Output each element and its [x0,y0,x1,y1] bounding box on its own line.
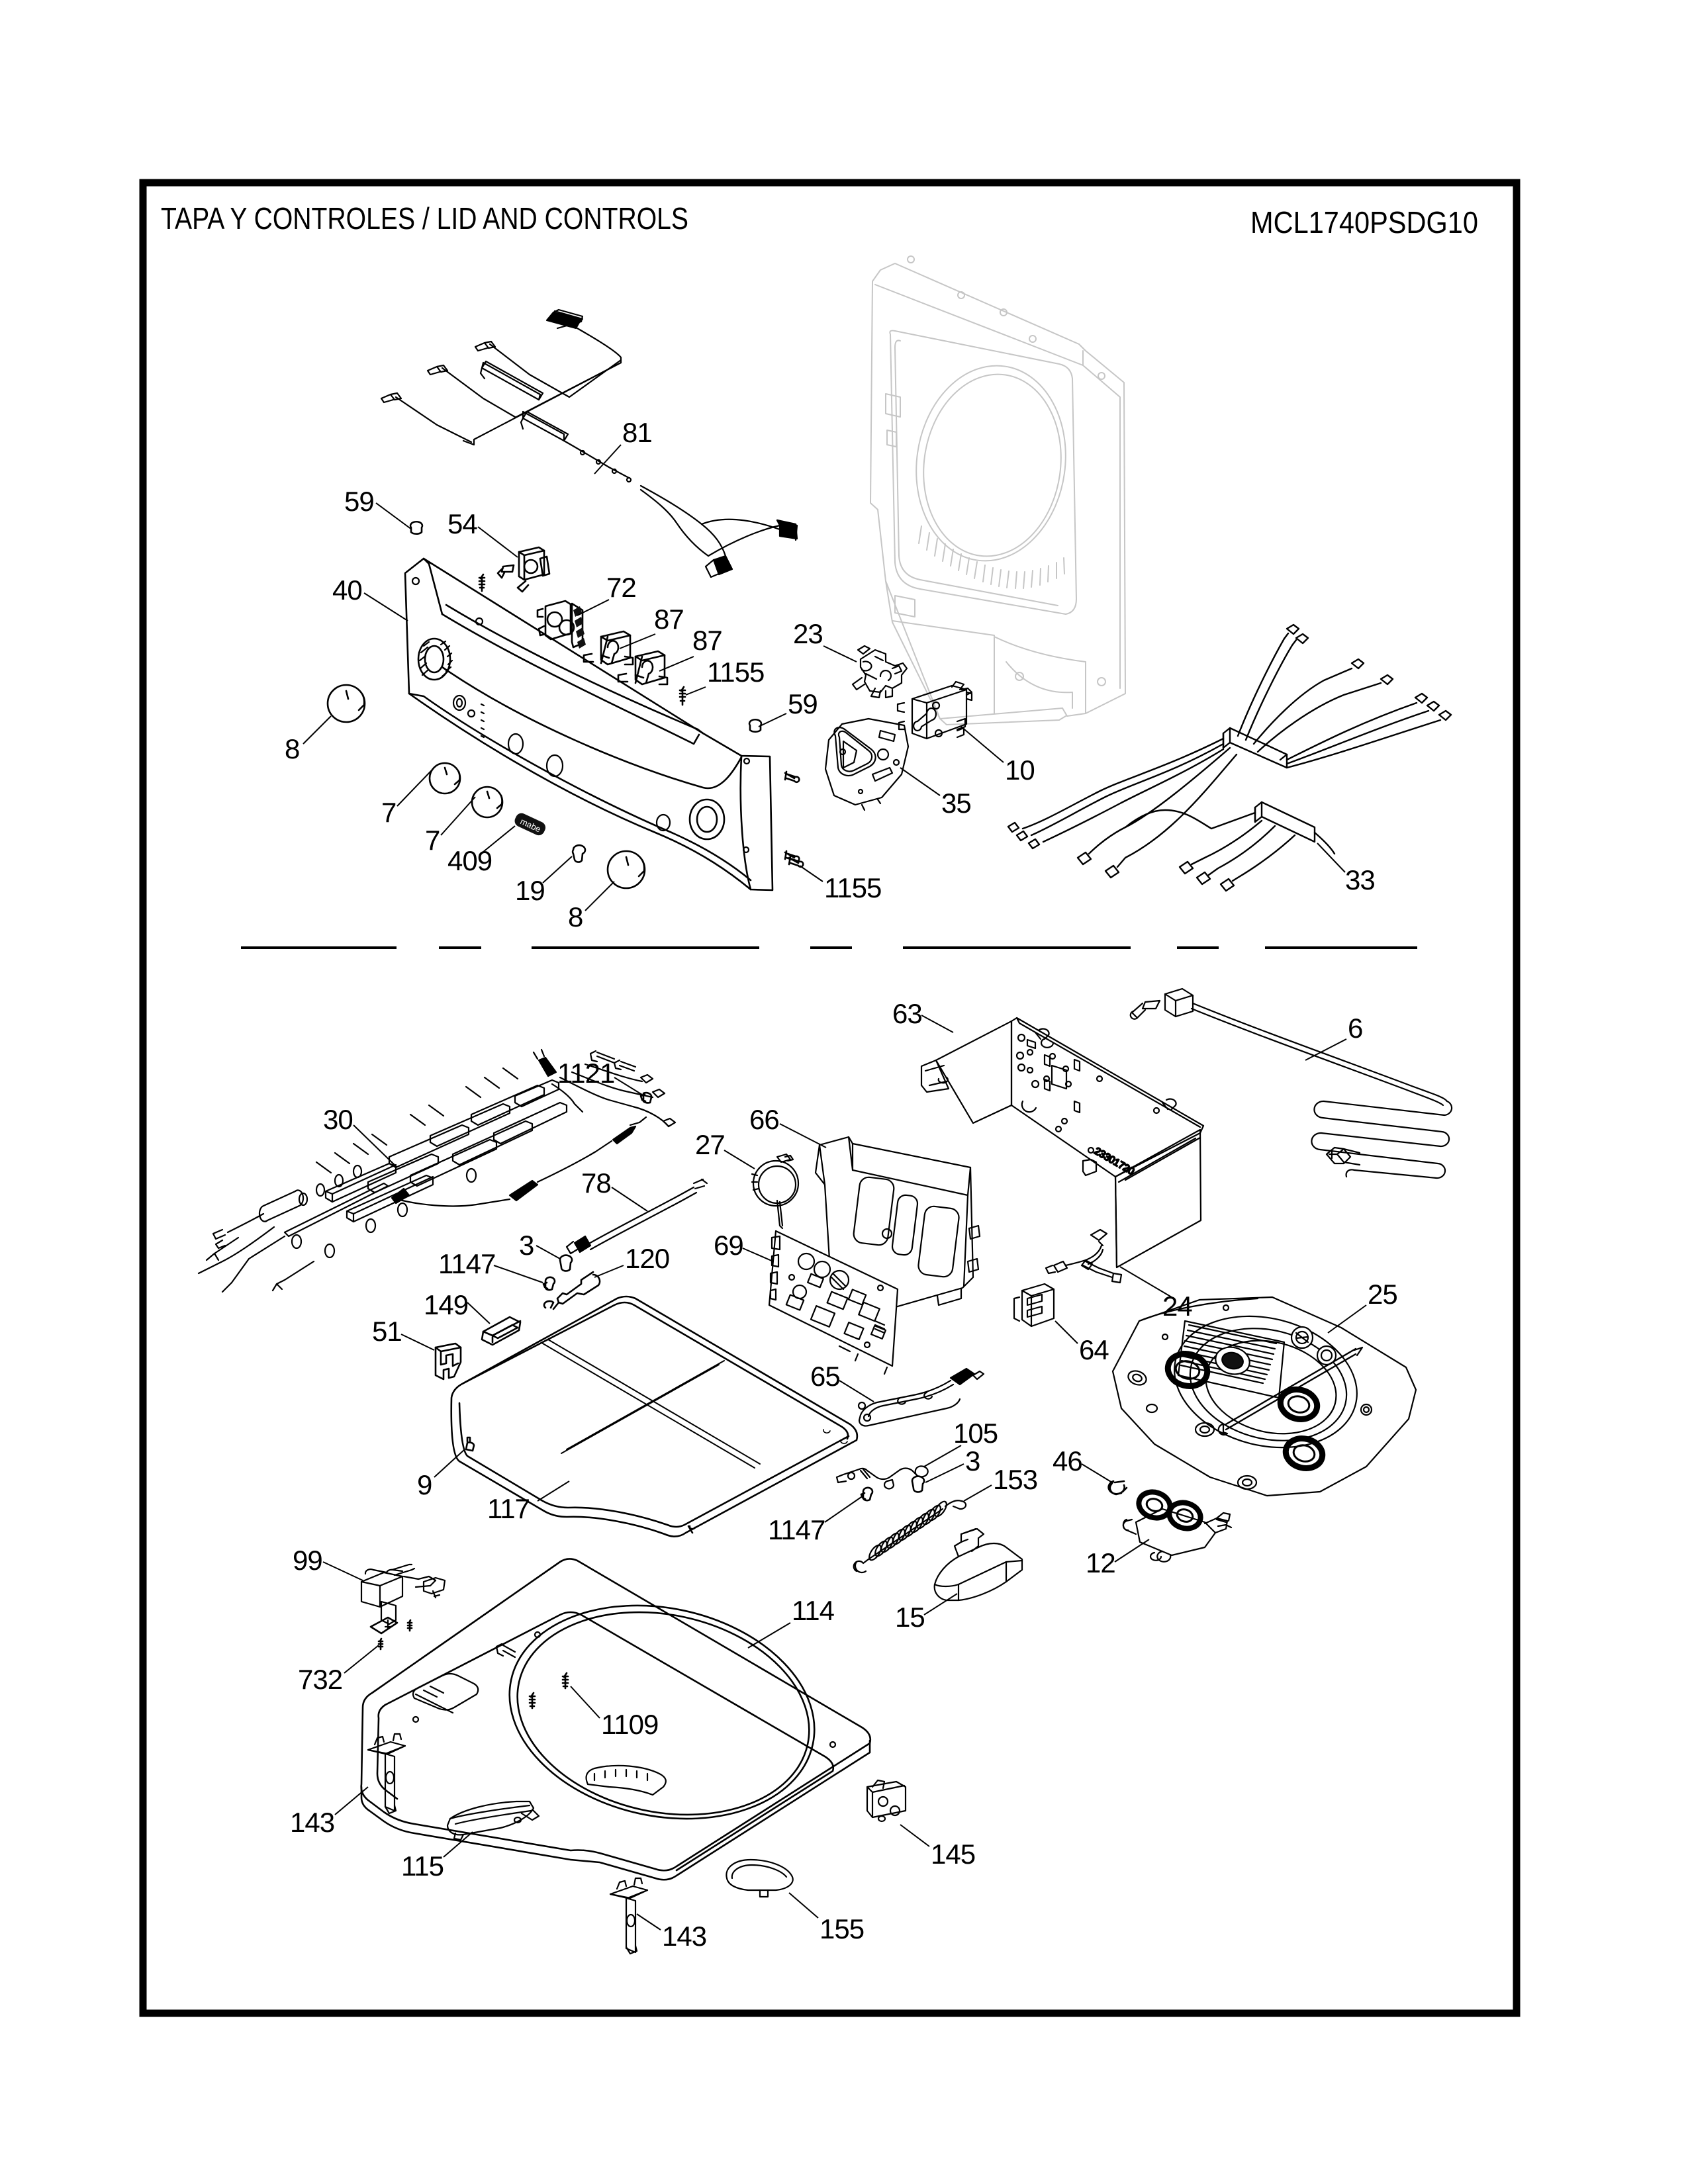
svg-text:9: 9 [417,1469,432,1500]
svg-text:72: 72 [606,572,636,603]
svg-text:30: 30 [323,1104,353,1135]
svg-text:64: 64 [1079,1334,1109,1365]
svg-text:3: 3 [519,1230,534,1261]
svg-text:114: 114 [792,1595,835,1626]
svg-text:15: 15 [895,1602,925,1633]
svg-text:149: 149 [424,1289,468,1320]
svg-text:24: 24 [1162,1291,1192,1322]
svg-text:65: 65 [810,1361,840,1392]
svg-text:25: 25 [1368,1279,1397,1310]
svg-text:78: 78 [581,1167,611,1199]
svg-text:59: 59 [788,688,818,719]
svg-text:46: 46 [1053,1445,1082,1477]
svg-text:8: 8 [285,733,299,764]
svg-text:27: 27 [695,1129,725,1160]
svg-text:145: 145 [931,1839,975,1870]
svg-text:19: 19 [515,875,545,906]
svg-text:155: 155 [820,1913,864,1944]
svg-text:732: 732 [298,1664,342,1695]
svg-text:10: 10 [1005,754,1035,786]
svg-text:MCL1740PSDG10: MCL1740PSDG10 [1250,205,1478,240]
svg-text:6: 6 [1348,1013,1362,1044]
svg-text:81: 81 [622,417,652,448]
svg-text:69: 69 [714,1230,743,1261]
svg-text:7: 7 [381,797,396,828]
svg-text:105: 105 [953,1418,998,1449]
svg-text:3: 3 [965,1445,980,1477]
svg-text:33: 33 [1345,864,1375,895]
svg-text:8: 8 [568,901,583,933]
svg-text:59: 59 [344,486,374,517]
svg-text:143: 143 [290,1807,334,1838]
svg-text:1121: 1121 [557,1058,614,1089]
svg-text:153: 153 [993,1464,1037,1495]
svg-text:12: 12 [1086,1547,1115,1578]
svg-text:51: 51 [372,1316,402,1347]
svg-text:1109: 1109 [601,1709,658,1740]
svg-text:99: 99 [293,1545,322,1576]
svg-text:143: 143 [662,1921,706,1952]
svg-text:117: 117 [487,1493,530,1524]
svg-text:87: 87 [654,604,684,635]
svg-text:23: 23 [793,618,823,649]
svg-text:66: 66 [749,1104,779,1135]
svg-text:1155: 1155 [707,657,764,688]
svg-text:54: 54 [447,508,477,539]
svg-text:1147: 1147 [438,1248,495,1279]
svg-text:35: 35 [941,788,971,819]
svg-text:115: 115 [401,1850,444,1882]
svg-text:87: 87 [692,625,722,656]
svg-text:1155: 1155 [824,872,881,903]
svg-text:120: 120 [625,1243,669,1274]
svg-text:40: 40 [332,574,362,606]
svg-text:TAPA Y CONTROLES / LID AND CO: TAPA Y CONTROLES / LID AND CONTROLS [161,201,688,236]
svg-text:1147: 1147 [768,1514,825,1545]
svg-text:63: 63 [892,998,922,1029]
svg-text:7: 7 [425,825,440,856]
